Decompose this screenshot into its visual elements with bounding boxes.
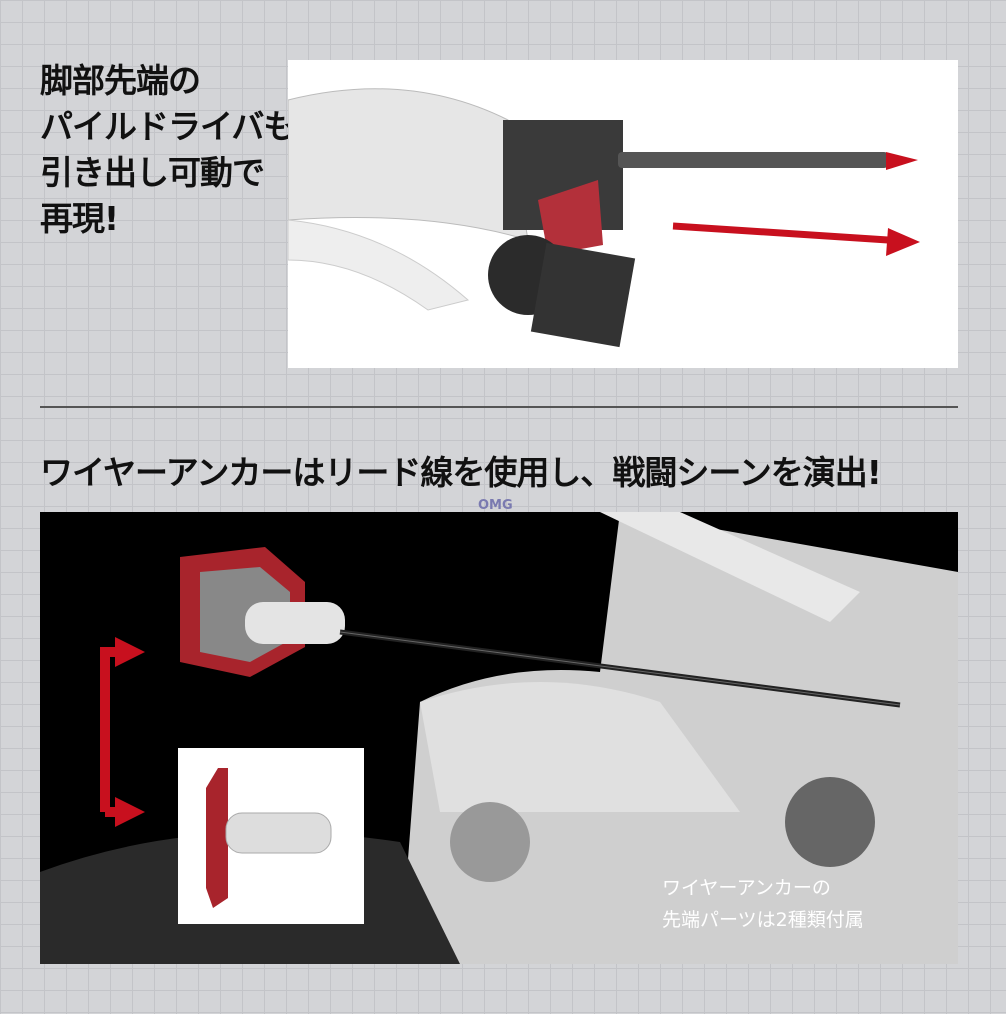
top-headline: 脚部先端の パイルドライバも 引き出し可動で 再現! (40, 58, 296, 242)
section-divider (40, 406, 958, 408)
headline-line: 再現! (40, 199, 119, 238)
pile-driver-illustration (288, 88, 920, 348)
bottom-headline: ワイヤーアンカーはリード線を使用し、戦闘シーンを演出! (40, 453, 882, 492)
headline-line: 引き出し可動で (40, 153, 265, 192)
arrow-right-icon (115, 637, 145, 667)
anchor-caption: ワイヤーアンカーの 先端パーツは2種類付属 (662, 872, 864, 936)
headline-line: パイルドライバも (40, 107, 296, 146)
watermark: OMG (478, 498, 513, 513)
caption-line: ワイヤーアンカーの (662, 877, 831, 899)
pile-driver-image (288, 60, 958, 368)
headline-line: 脚部先端の (40, 61, 201, 100)
wire-anchor-image: ワイヤーアンカーの 先端パーツは2種類付属 (40, 512, 958, 964)
anchor-tip-illustration (206, 768, 332, 908)
arrow-right-icon (115, 797, 145, 827)
alternate-anchor-tip-image (178, 748, 364, 924)
caption-line: 先端パーツは2種類付属 (662, 909, 864, 931)
arrow-right-icon (886, 228, 920, 256)
